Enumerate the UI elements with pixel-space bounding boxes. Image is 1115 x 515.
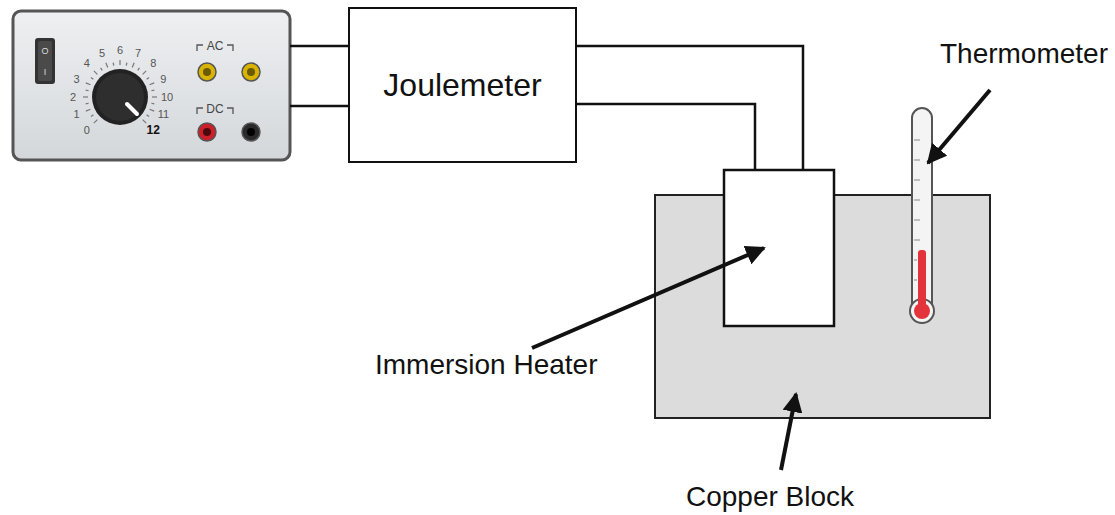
power-supply: [13, 11, 290, 160]
part-label: Copper Block: [686, 483, 854, 511]
switch-symbol: I: [44, 68, 47, 77]
dial-number: 2: [70, 92, 76, 103]
dial-number: 4: [84, 58, 90, 69]
joulemeter-box: Joulemeter: [348, 7, 577, 163]
dial-number: 3: [74, 74, 80, 85]
dial-number: 11: [158, 109, 169, 120]
dial-number: 9: [160, 74, 166, 85]
dial-number: 10: [161, 92, 173, 103]
dial-number: 12: [147, 124, 160, 136]
dial-number: 1: [74, 109, 80, 120]
switch-symbol: O: [41, 47, 48, 56]
terminal-label: AC: [207, 40, 224, 52]
leader-arrows: [532, 90, 990, 470]
dial-number: 6: [117, 45, 123, 56]
thermometer: [910, 108, 934, 323]
part-label: Immersion Heater: [375, 351, 598, 379]
dial-number: 0: [84, 125, 90, 136]
device-name: Joulemeter: [383, 67, 541, 104]
dial-number: 8: [150, 58, 156, 69]
dial-number: 7: [135, 48, 141, 59]
immersion-heater: [724, 170, 834, 326]
part-label: Thermometer: [940, 40, 1108, 68]
terminal-label: DC: [206, 103, 223, 115]
dial-number: 5: [99, 48, 105, 59]
